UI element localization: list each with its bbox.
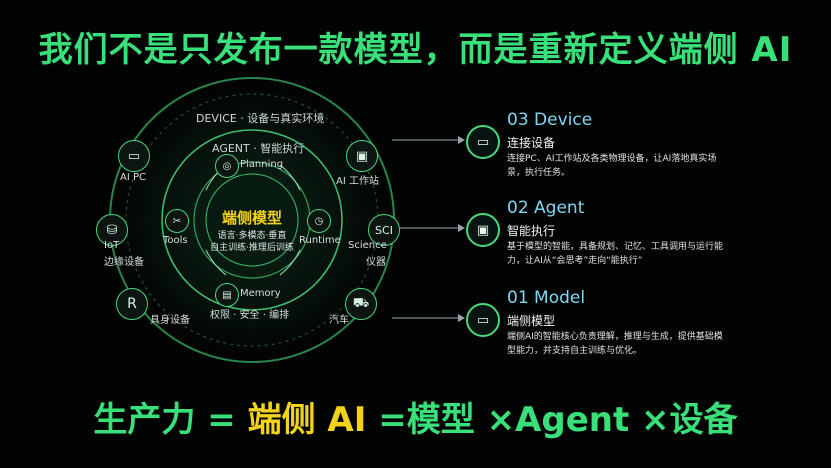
ai-pc-label: AI PC <box>120 172 146 183</box>
device-desc-line-2: 景，执行任务。 <box>507 168 571 178</box>
device-subtitle: 连接设备 <box>507 136 556 150</box>
middle-ring-label: AGENT · 智能执行 <box>212 142 305 155</box>
science-label-2: 仪器 <box>366 257 386 268</box>
device-desc: 连接PC、AI工作站及各类物理设备，让AI落地真实场 景，执行任务。 <box>507 152 732 180</box>
formula-part-1: 生产力 = <box>93 400 248 440</box>
memory-sub-label: 权限 · 安全 · 编排 <box>210 310 290 321</box>
outer-ring-label: DEVICE · 设备与真实环境 <box>196 112 325 125</box>
center-core <box>205 173 299 267</box>
model-title: 01 Model <box>507 288 586 308</box>
agent-subtitle: 智能执行 <box>507 224 556 238</box>
device-title: 03 Device <box>507 110 593 130</box>
connector-device-arrow <box>458 136 465 144</box>
formula-part-2: 端侧 AI <box>247 400 367 440</box>
ai-pc-icon: ▭ <box>118 140 150 172</box>
agent-desc: 基于模型的智能，具备规划、记忆、工具调用与运行能 力，让AI从“会思考”走向“能… <box>507 240 732 268</box>
connector-agent-arrow <box>458 224 465 232</box>
center-line-2: 自主训练·推理后训练 <box>210 243 294 253</box>
agent-desc-line-2: 力，让AI从“会思考”走向“能执行” <box>507 256 643 266</box>
formula-part-3: =模型 ×Agent ×设备 <box>366 400 738 440</box>
car-icon: ⛟ <box>345 288 377 320</box>
tools-icon: ✂ <box>165 209 189 233</box>
device-desc-line-1: 连接PC、AI工作站及各类物理设备，让AI落地真实场 <box>507 154 717 164</box>
agent-icon: ▣ <box>466 213 500 247</box>
runtime-label: Runtime <box>299 235 341 246</box>
iot-label-1: IoT <box>104 240 120 251</box>
device-icon: ▭ <box>466 125 500 159</box>
cycle-arrow-4 <box>205 249 227 276</box>
tools-label: Tools <box>163 235 188 246</box>
connector-model-arrow <box>458 314 465 322</box>
center-line-1: 语言·多模态·垂直 <box>217 231 287 241</box>
model-desc-line-1: 端侧AI的智能核心负责理解，推理与生成，提供基础模 <box>507 332 723 342</box>
science-label-1: Science <box>348 240 387 251</box>
model-desc-line-2: 型能力，并支持自主训练与优化。 <box>507 346 643 356</box>
memory-label: Memory <box>240 288 281 299</box>
robot-label: 具身设备 <box>150 315 190 326</box>
middle-ring <box>161 129 343 311</box>
planning-icon: ◎ <box>215 154 239 178</box>
ai-workstation-icon: ▣ <box>346 140 378 172</box>
planning-label: Planning <box>240 159 284 170</box>
cycle-arrow-3 <box>279 249 301 276</box>
ai-workstation-label: AI 工作站 <box>336 176 379 187</box>
agent-desc-line-1: 基于模型的智能，具备规划、记忆、工具调用与运行能 <box>507 242 724 252</box>
robot-icon: R <box>116 288 148 320</box>
memory-icon: ▤ <box>215 283 239 307</box>
model-desc: 端侧AI的智能核心负责理解，推理与生成，提供基础模 型能力，并支持自主训练与优化… <box>507 330 732 358</box>
science-icon: SCI <box>368 214 400 246</box>
page-title: 我们不是只发布一款模型，而是重新定义端侧 AI <box>38 30 793 70</box>
sci-badge: SCI <box>375 223 393 237</box>
iot-label-2: 边缘设备 <box>104 257 144 268</box>
cycle-arrow-2 <box>279 164 301 191</box>
car-label: 汽车 <box>329 315 349 326</box>
center-title: 端侧模型 <box>221 209 282 227</box>
model-subtitle: 端侧模型 <box>507 314 556 328</box>
model-icon: ▭ <box>466 303 500 337</box>
agent-title: 02 Agent <box>507 198 585 218</box>
robot-badge: R <box>127 296 137 312</box>
iot-icon: ⛁ <box>96 214 128 246</box>
runtime-icon: ◷ <box>307 209 331 233</box>
formula: 生产力 = 端侧 AI =模型 ×Agent ×设备 <box>0 392 831 441</box>
